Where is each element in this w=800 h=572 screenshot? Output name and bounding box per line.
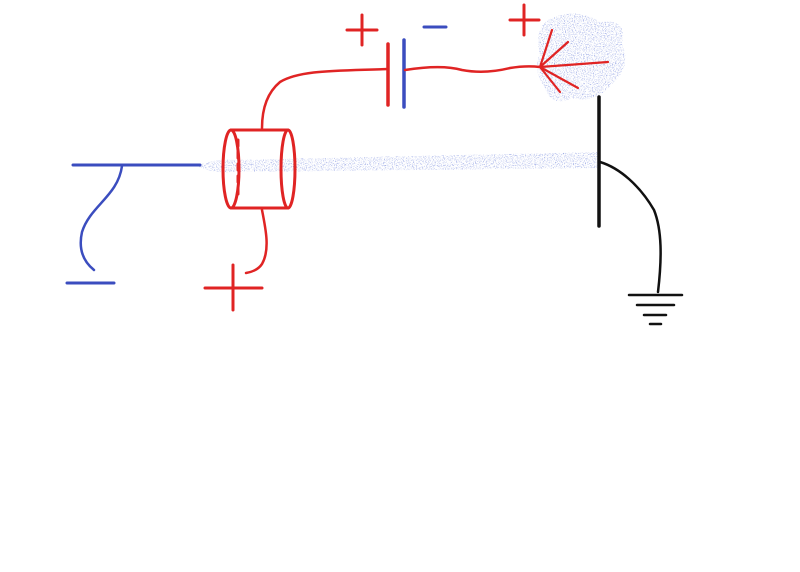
ground-icon [627,293,684,326]
anode-cylinder [221,128,297,210]
capacitor [386,38,406,109]
anode-wire [244,208,268,275]
capacitor-left-wire [260,67,390,130]
capacitor-plus-sign [345,13,379,47]
cloud-probe-fan [538,28,610,94]
cathode-wire [79,164,124,272]
cloud-plus-sign [508,3,541,37]
capacitor-right-wire [403,65,542,73]
scatter-cloud [536,13,626,102]
electron-beam [196,152,600,173]
ground-wire [598,160,662,294]
anode-terminal-plus [203,263,264,312]
cathode-assembly [65,163,202,285]
